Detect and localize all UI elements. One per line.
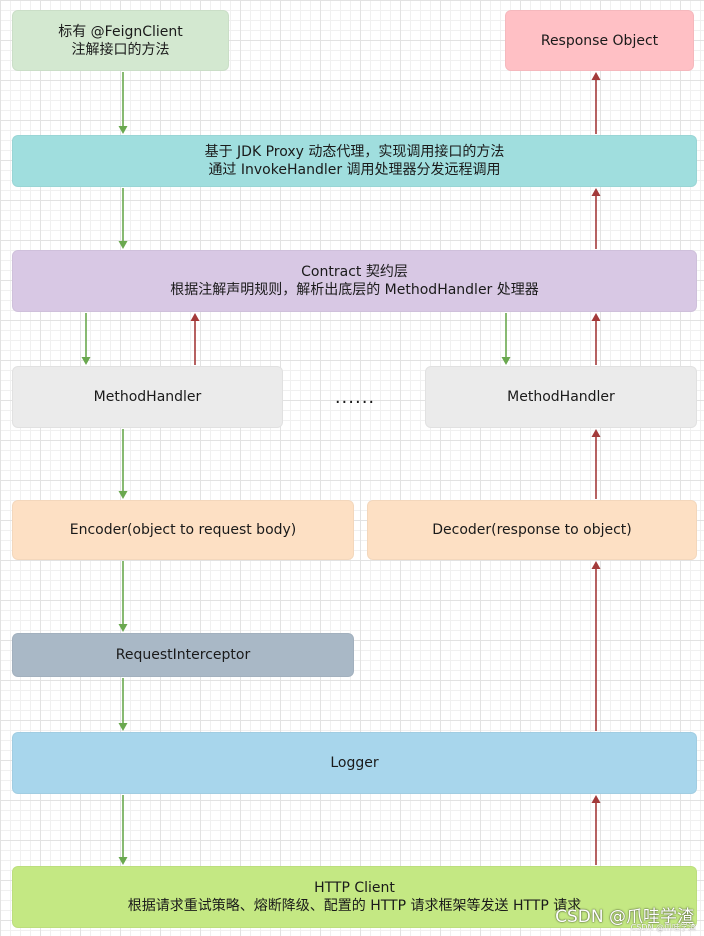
start-node-line2: 注解接口的方法 xyxy=(71,41,170,58)
method-handler-left-label: MethodHandler xyxy=(93,389,202,405)
response-object-node: Response Object xyxy=(505,10,694,71)
logger-node: Logger xyxy=(12,732,697,794)
arrow-start-to-proxy xyxy=(118,72,128,134)
decoder-node: Decoder(response to object) xyxy=(367,500,697,560)
jdk-proxy-line1: 基于 JDK Proxy 动态代理，实现调用接口的方法 xyxy=(204,144,505,160)
arrow-contract-to-handler-right xyxy=(501,313,511,365)
encoder-node: Encoder(object to request body) xyxy=(12,500,354,560)
method-handler-left-node: MethodHandler xyxy=(12,366,283,428)
arrow-logger-to-http xyxy=(118,795,128,865)
arrow-handler-right-to-contract xyxy=(591,313,601,365)
start-node-line1: 标有 @FeignClient xyxy=(58,23,183,40)
arrow-interceptor-to-logger xyxy=(118,678,128,731)
contract-line1: Contract 契约层 xyxy=(301,264,408,280)
arrow-contract-to-handler-left xyxy=(81,313,91,365)
request-interceptor-node: RequestInterceptor xyxy=(12,633,354,677)
method-handler-right-node: MethodHandler xyxy=(425,366,697,428)
contract-line2: 根据注解声明规则，解析出底层的 MethodHandler 处理器 xyxy=(170,282,539,298)
csdn-watermark-small: CSDN @爪哇学渣 xyxy=(630,923,696,932)
arrow-encoder-to-interceptor xyxy=(118,561,128,632)
request-interceptor-label: RequestInterceptor xyxy=(115,647,251,663)
start-node: 标有 @FeignClient 注解接口的方法 xyxy=(12,10,229,71)
http-client-line2: 根据请求重试策略、熔断降级、配置的 HTTP 请求框架等发送 HTTP 请求 xyxy=(127,898,582,914)
response-object-label: Response Object xyxy=(540,32,659,49)
arrow-logger-to-decoder xyxy=(591,561,601,731)
http-client-line1: HTTP Client xyxy=(314,880,395,896)
jdk-proxy-line2: 通过 InvokeHandler 调用处理器分发远程调用 xyxy=(208,162,501,178)
contract-node: Contract 契约层 根据注解声明规则，解析出底层的 MethodHandl… xyxy=(12,250,697,312)
ellipsis: ...... xyxy=(334,387,376,408)
http-client-node: HTTP Client 根据请求重试策略、熔断降级、配置的 HTTP 请求框架等… xyxy=(12,866,697,928)
arrow-handler-left-to-encoder xyxy=(118,429,128,499)
arrow-proxy-to-response xyxy=(591,72,601,134)
jdk-proxy-node: 基于 JDK Proxy 动态代理，实现调用接口的方法 通过 InvokeHan… xyxy=(12,135,697,187)
logger-label: Logger xyxy=(330,755,379,771)
arrow-decoder-to-handler-right xyxy=(591,429,601,499)
arrow-http-to-logger xyxy=(591,795,601,865)
csdn-watermark: CSDN @爪哇学渣 xyxy=(555,907,694,927)
arrow-handler-left-to-contract xyxy=(190,313,200,365)
encoder-label: Encoder(object to request body) xyxy=(69,522,297,538)
arrow-contract-to-proxy xyxy=(591,188,601,249)
arrow-proxy-to-contract xyxy=(118,188,128,249)
method-handler-right-label: MethodHandler xyxy=(507,389,615,405)
decoder-label: Decoder(response to object) xyxy=(432,522,632,538)
